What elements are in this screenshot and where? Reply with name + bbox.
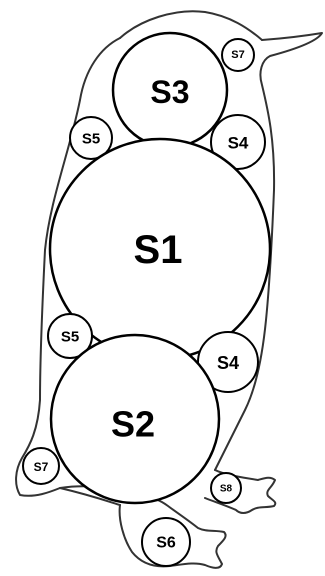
circle-s4-upper bbox=[210, 114, 266, 170]
label-s1: S1 bbox=[134, 228, 183, 272]
circle-s2 bbox=[49, 333, 221, 505]
penguin-lower-outline bbox=[118, 493, 227, 569]
penguin-back-outline bbox=[214, 32, 323, 471]
circle-s8 bbox=[210, 472, 242, 504]
circle-s7-top bbox=[221, 38, 255, 72]
label-s3: S3 bbox=[150, 74, 189, 110]
label-s4-upper: S4 bbox=[228, 134, 249, 153]
penguin-right-foot bbox=[204, 469, 277, 514]
label-s6: S6 bbox=[156, 535, 176, 552]
label-s2: S2 bbox=[111, 404, 155, 445]
circle-s7-left bbox=[22, 447, 60, 485]
circle-s5-lower bbox=[47, 313, 93, 359]
circle-s5-upper bbox=[69, 116, 113, 160]
circle-s6 bbox=[141, 517, 191, 567]
label-s5-lower: S5 bbox=[61, 329, 79, 346]
label-s7-top: S7 bbox=[231, 49, 244, 61]
label-s4-lower: S4 bbox=[217, 353, 239, 373]
penguin-head-outline bbox=[119, 10, 263, 41]
penguin-body-outline bbox=[15, 37, 121, 506]
label-s5-upper: S5 bbox=[82, 131, 100, 148]
label-s7-left: S7 bbox=[34, 460, 49, 474]
label-s8: S8 bbox=[220, 484, 233, 495]
